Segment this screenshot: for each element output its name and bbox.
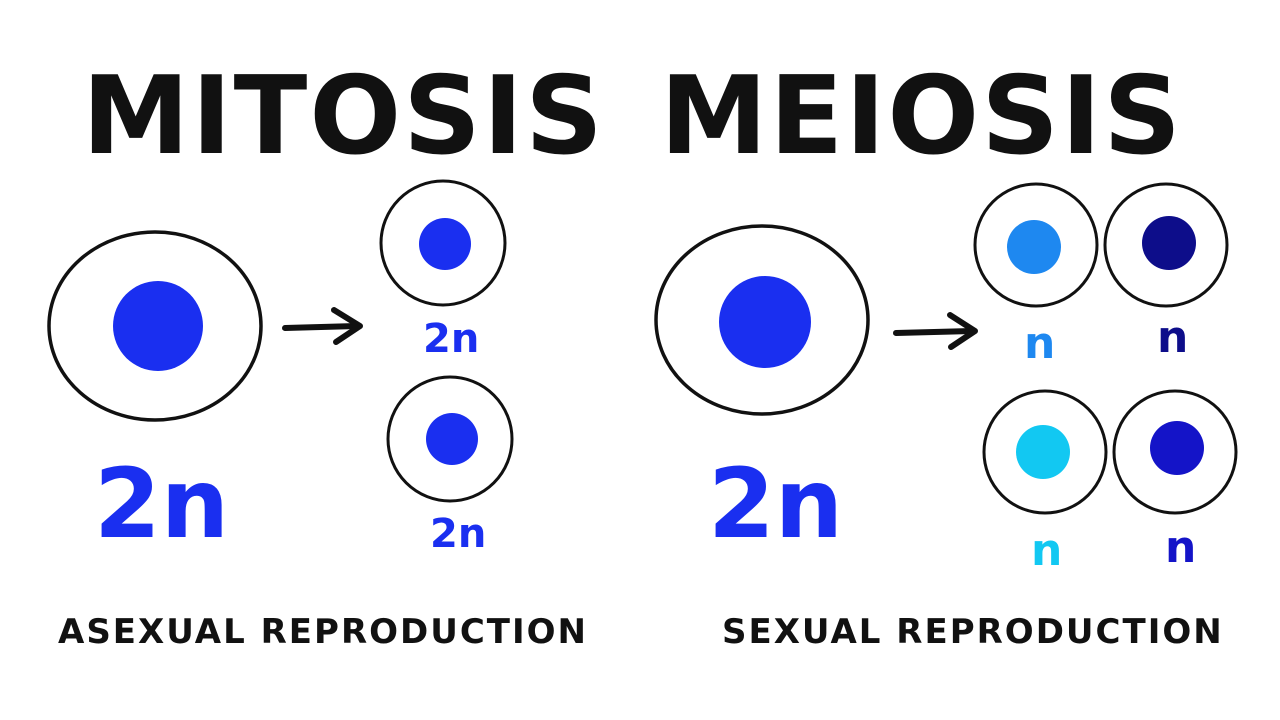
sexual-reproduction-caption: SEXUAL REPRODUCTION xyxy=(722,612,1224,652)
meiosis-parent-ploidy-label: 2n xyxy=(708,448,843,560)
mitosis-daughter-ploidy-label-2: 2n xyxy=(430,511,486,557)
meiosis-daughter-cell-1 xyxy=(975,184,1097,306)
meiosis-daughter-ploidy-label-4: n xyxy=(1165,522,1196,573)
meiosis-daughter-cell-4 xyxy=(1114,391,1236,513)
meiosis-daughter-cell-2 xyxy=(1105,184,1227,306)
meiosis-daughter-nucleus xyxy=(1150,421,1204,475)
mitosis-daughter-cell-2 xyxy=(388,377,512,501)
mitosis-daughter-nucleus xyxy=(419,218,471,270)
mitosis-daughter-cell-1 xyxy=(381,181,505,305)
meiosis-daughter-ploidy-label-1: n xyxy=(1024,318,1055,369)
mitosis-arrow xyxy=(285,310,360,342)
meiosis-arrow xyxy=(896,315,975,347)
meiosis-parent-cell xyxy=(656,226,868,414)
meiosis-daughter-ploidy-label-3: n xyxy=(1031,525,1062,576)
mitosis-parent-ploidy-label: 2n xyxy=(94,448,229,560)
meiosis-daughter-nucleus xyxy=(1142,216,1196,270)
mitosis-parent-cell xyxy=(49,232,261,420)
meiosis-parent-nucleus xyxy=(719,276,811,368)
mitosis-parent-nucleus xyxy=(113,281,203,371)
mitosis-daughter-nucleus xyxy=(426,413,478,465)
meiosis-daughter-nucleus xyxy=(1007,220,1061,274)
meiosis-daughter-ploidy-label-2: n xyxy=(1157,312,1188,363)
mitosis-daughter-ploidy-label-1: 2n xyxy=(423,316,479,362)
asexual-reproduction-caption: ASEXUAL REPRODUCTION xyxy=(58,612,588,652)
meiosis-daughter-nucleus xyxy=(1016,425,1070,479)
meiosis-daughter-cell-3 xyxy=(984,391,1106,513)
